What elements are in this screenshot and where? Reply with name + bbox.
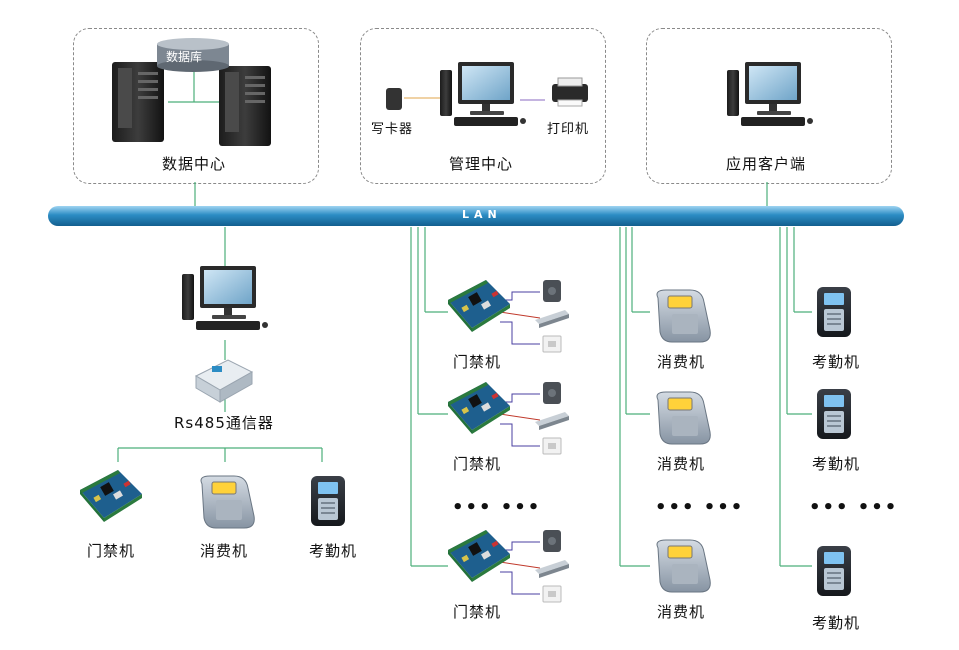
magnetic-lock-icon bbox=[535, 412, 569, 430]
computer-icon bbox=[440, 62, 526, 126]
card-writer-icon bbox=[386, 88, 402, 110]
device-label-attendance: 考勤机 bbox=[812, 614, 861, 632]
card-writer-label: 写卡器 bbox=[371, 122, 414, 137]
rs485-label: Rs485通信器 bbox=[174, 414, 274, 432]
pos-terminal-icon bbox=[656, 289, 711, 343]
access-board-icon bbox=[448, 280, 510, 332]
magnetic-lock-icon bbox=[535, 560, 569, 578]
data-center-label: 数据中心 bbox=[162, 155, 227, 173]
device-label-access: 门禁机 bbox=[453, 603, 502, 621]
device-label-attendance: 考勤机 bbox=[812, 353, 861, 371]
attendance-terminal-icon bbox=[817, 546, 851, 596]
attendance-terminal-icon bbox=[817, 389, 851, 439]
management-center-label: 管理中心 bbox=[449, 155, 514, 173]
magnetic-lock-icon bbox=[535, 310, 569, 328]
lan-bus bbox=[48, 206, 904, 226]
card-reader-icon bbox=[543, 280, 561, 302]
attendance-terminal-icon bbox=[311, 476, 345, 526]
device-label-pos: 消费机 bbox=[657, 455, 706, 473]
attendance-terminal-icon bbox=[817, 287, 851, 337]
device-label-attendance: 考勤机 bbox=[812, 455, 861, 473]
lan-label: LAN bbox=[462, 208, 502, 221]
pos-terminal-icon bbox=[200, 475, 255, 529]
device-label-access: 门禁机 bbox=[87, 542, 136, 560]
ellipsis: ••• ••• bbox=[655, 497, 745, 518]
server-icon bbox=[219, 66, 271, 146]
ellipsis: ••• ••• bbox=[452, 497, 542, 518]
computer-icon bbox=[727, 62, 813, 126]
device-label-access: 门禁机 bbox=[453, 455, 502, 473]
exit-button-icon bbox=[542, 585, 562, 603]
device-label-attendance: 考勤机 bbox=[309, 542, 358, 560]
pos-terminal-icon bbox=[656, 391, 711, 445]
exit-button-icon bbox=[542, 335, 562, 353]
client-label: 应用客户端 bbox=[726, 155, 807, 173]
computer-icon bbox=[182, 266, 268, 330]
card-reader-icon bbox=[543, 382, 561, 404]
device-label-access: 门禁机 bbox=[453, 353, 502, 371]
access-board-icon bbox=[448, 382, 510, 434]
rs485-converter-icon bbox=[194, 359, 254, 403]
printer-label: 打印机 bbox=[547, 122, 590, 137]
exit-button-icon bbox=[542, 437, 562, 455]
access-board-icon bbox=[80, 470, 142, 522]
device-label-pos: 消费机 bbox=[657, 603, 706, 621]
printer-icon bbox=[552, 77, 588, 107]
device-label-pos: 消费机 bbox=[200, 542, 249, 560]
server-icon bbox=[112, 62, 164, 142]
access-board-icon bbox=[448, 530, 510, 582]
database-icon bbox=[157, 38, 229, 72]
pos-terminal-icon bbox=[656, 539, 711, 593]
ellipsis: ••• ••• bbox=[809, 497, 899, 518]
device-label-pos: 消费机 bbox=[657, 353, 706, 371]
card-reader-icon bbox=[543, 530, 561, 552]
database-label: 数据库 bbox=[166, 50, 203, 64]
